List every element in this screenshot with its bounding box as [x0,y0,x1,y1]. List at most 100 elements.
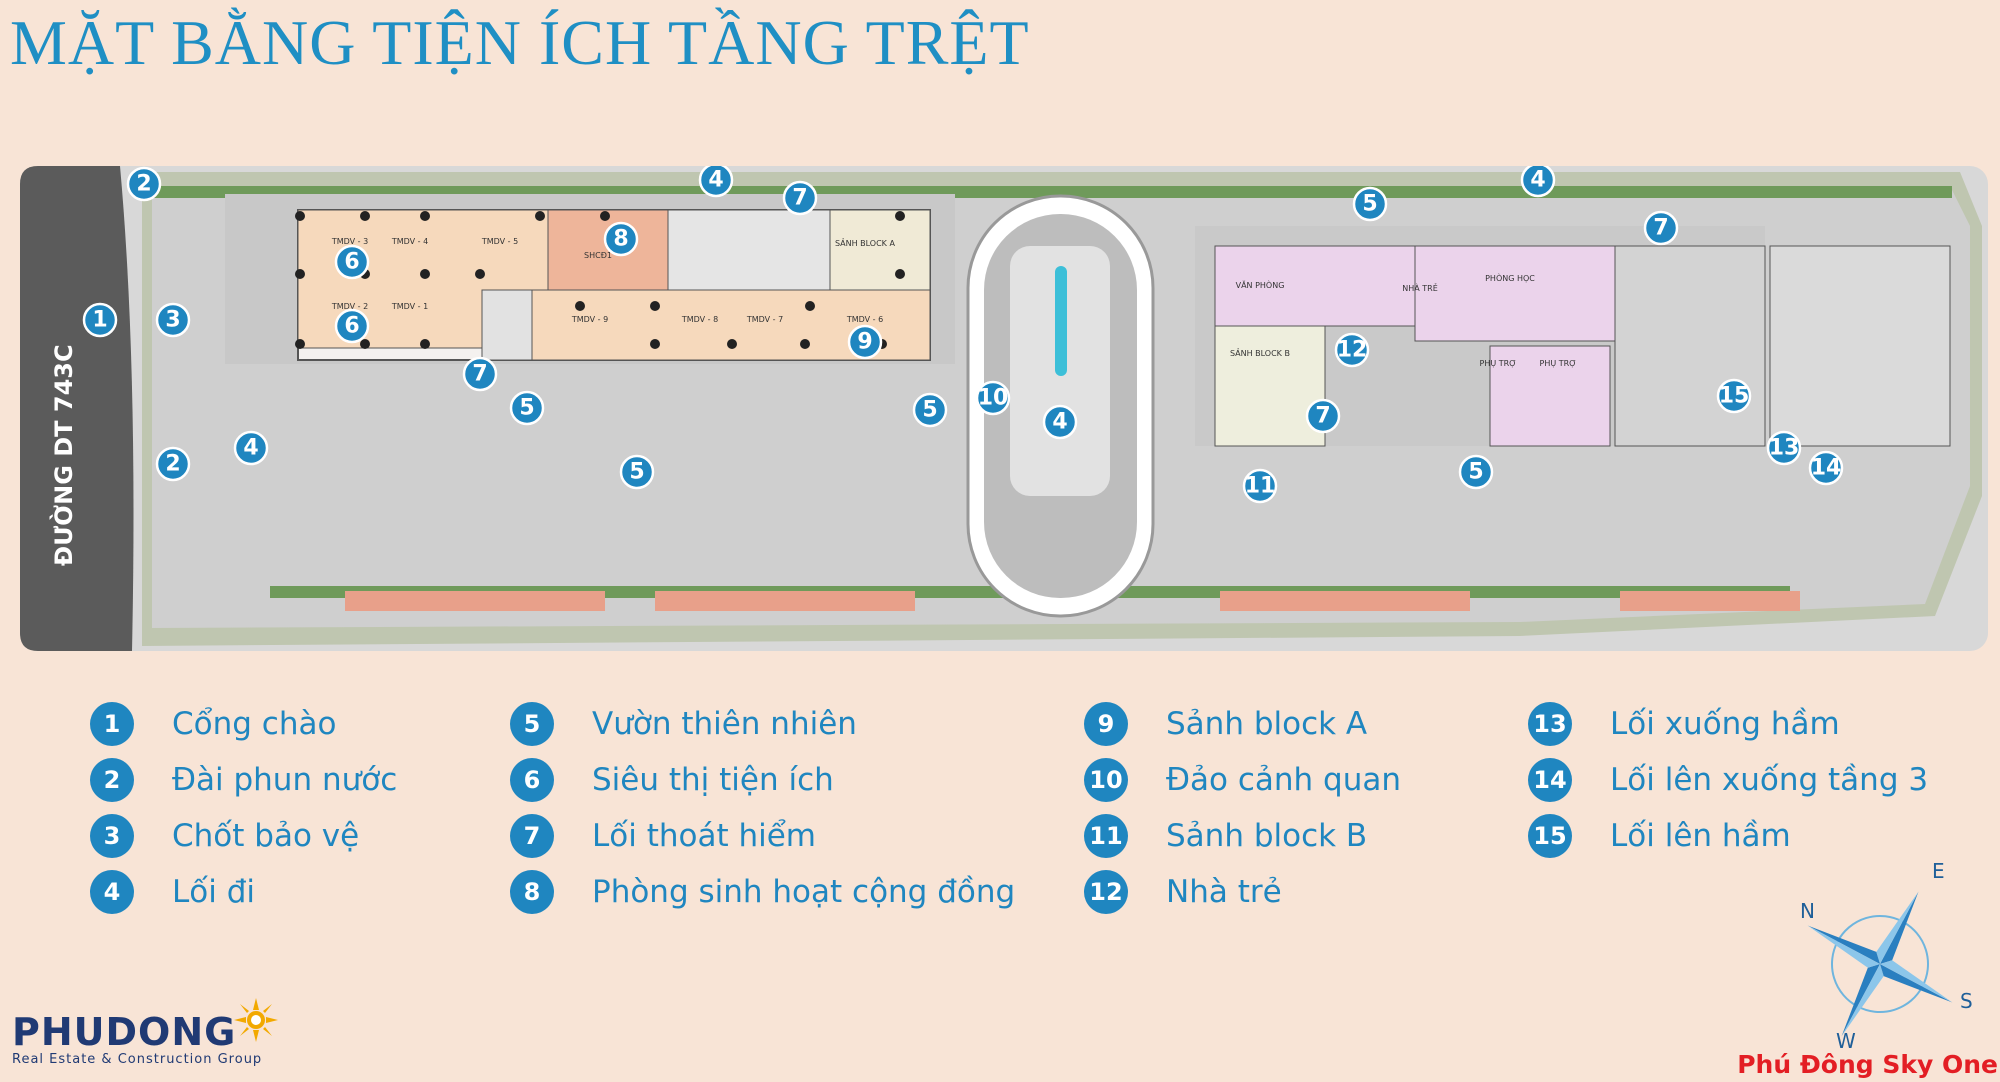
marker: 3 [155,302,191,338]
marker: 10 [975,380,1011,416]
svg-text:13: 13 [1769,436,1800,461]
legend-label: Lối xuống hầm [1610,706,1840,742]
legend-number: 6 [510,758,554,802]
logo-tagline: Real Estate & Construction Group [12,1052,263,1067]
svg-text:12: 12 [1337,338,1368,363]
marker: 4 [1042,404,1078,440]
marker: 14 [1808,450,1844,486]
room-label: TMDV - 2 [331,302,368,311]
marker: 6 [334,308,370,344]
svg-text:9: 9 [857,330,872,355]
legend-item: 1 Cổng chào [90,700,336,748]
legend-item: 9 Sảnh block A [1084,700,1367,748]
legend-label: Đài phun nước [172,762,398,798]
marker: 2 [155,446,191,482]
legend-number: 11 [1084,814,1128,858]
room-label: TMDV - 7 [746,315,783,324]
room-label: TMDV - 5 [481,237,518,246]
legend-number: 1 [90,702,134,746]
marker: 12 [1334,332,1370,368]
svg-text:5: 5 [922,398,937,423]
svg-text:15: 15 [1719,384,1750,409]
marker: 7 [462,356,498,392]
svg-text:5: 5 [519,396,534,421]
legend-label: Lối lên hầm [1610,818,1791,854]
svg-text:5: 5 [1468,460,1483,485]
room-label: PHỤ TRỢ [1480,359,1517,368]
svg-text:8: 8 [613,227,628,252]
svg-text:6: 6 [344,250,359,275]
svg-text:14: 14 [1811,456,1842,481]
room-label: SẢNH BLOCK B [1230,347,1290,358]
svg-text:5: 5 [629,460,644,485]
svg-text:4: 4 [1530,168,1545,193]
marker: 7 [1305,398,1341,434]
svg-text:7: 7 [472,362,487,387]
marker: 5 [619,454,655,490]
legend-number: 9 [1084,702,1128,746]
marker: 5 [1352,186,1388,222]
svg-text:7: 7 [1653,216,1668,241]
legend-label: Cổng chào [172,706,337,742]
room-label: TMDV - 8 [681,315,718,324]
svg-text:4: 4 [708,168,723,193]
legend-number: 13 [1528,702,1572,746]
legend-label: Phòng sinh hoạt cộng đồng [592,874,1016,910]
site-plan-map: ĐƯỜNG DT 743C TMDV - 3 TMDV - 4 TMDV - 5… [20,166,1988,651]
legend-number: 2 [90,758,134,802]
svg-text:4: 4 [1052,410,1067,435]
room-label: PHỤ TRỢ [1540,359,1577,368]
water-feature [1055,266,1067,376]
legend-number: 14 [1528,758,1572,802]
room-label: PHÒNG HỌC [1485,272,1535,283]
room-label: TMDV - 4 [391,237,428,246]
marker: 2 [126,166,162,202]
legend-label: Lối thoát hiểm [592,818,817,854]
legend-label: Sảnh block A [1166,706,1368,742]
svg-text:7: 7 [1315,404,1330,429]
road-label: ĐƯỜNG DT 743C [48,344,78,566]
legend-number: 3 [90,814,134,858]
svg-text:3: 3 [165,308,180,333]
marker: 5 [509,390,545,426]
marker: 11 [1242,468,1278,504]
marker: 6 [334,244,370,280]
legend-label: Đảo cảnh quan [1166,762,1401,798]
logo-name: PHUDONG [12,1010,237,1054]
compass-n: N [1800,899,1815,923]
room-label: TMDV - 9 [571,315,608,324]
svg-text:5: 5 [1362,192,1377,217]
marker: 15 [1716,378,1752,414]
room-label: TMDV - 3 [331,237,368,246]
legend-label: Chốt bảo vệ [172,818,360,854]
marker: 4 [233,430,269,466]
legend-item: 3 Chốt bảo vệ [90,812,359,860]
marker: 13 [1766,430,1802,466]
marker: 4 [1520,166,1556,198]
legend-item: 13 Lối xuống hầm [1528,700,1840,748]
marker: 1 [82,302,118,338]
svg-text:11: 11 [1245,474,1276,499]
marker: 9 [847,324,883,360]
svg-text:2: 2 [136,172,151,197]
marker: 5 [1458,454,1494,490]
room-label: TMDV - 6 [846,315,883,324]
legend-item: 2 Đài phun nước [90,756,397,804]
svg-text:10: 10 [978,386,1009,411]
marker: 5 [912,392,948,428]
room-label: NHÀ TRẺ [1402,282,1438,293]
compass-s: S [1960,989,1973,1013]
compass-rose-icon: N E S W [1800,859,1973,1053]
legend-number: 8 [510,870,554,914]
legend-item: 8 Phòng sinh hoạt cộng đồng [510,868,1015,916]
project-brand: Phú Đông Sky One [1737,1050,1998,1079]
legend-number: 15 [1528,814,1572,858]
marker: 4 [698,166,734,198]
legend-number: 10 [1084,758,1128,802]
